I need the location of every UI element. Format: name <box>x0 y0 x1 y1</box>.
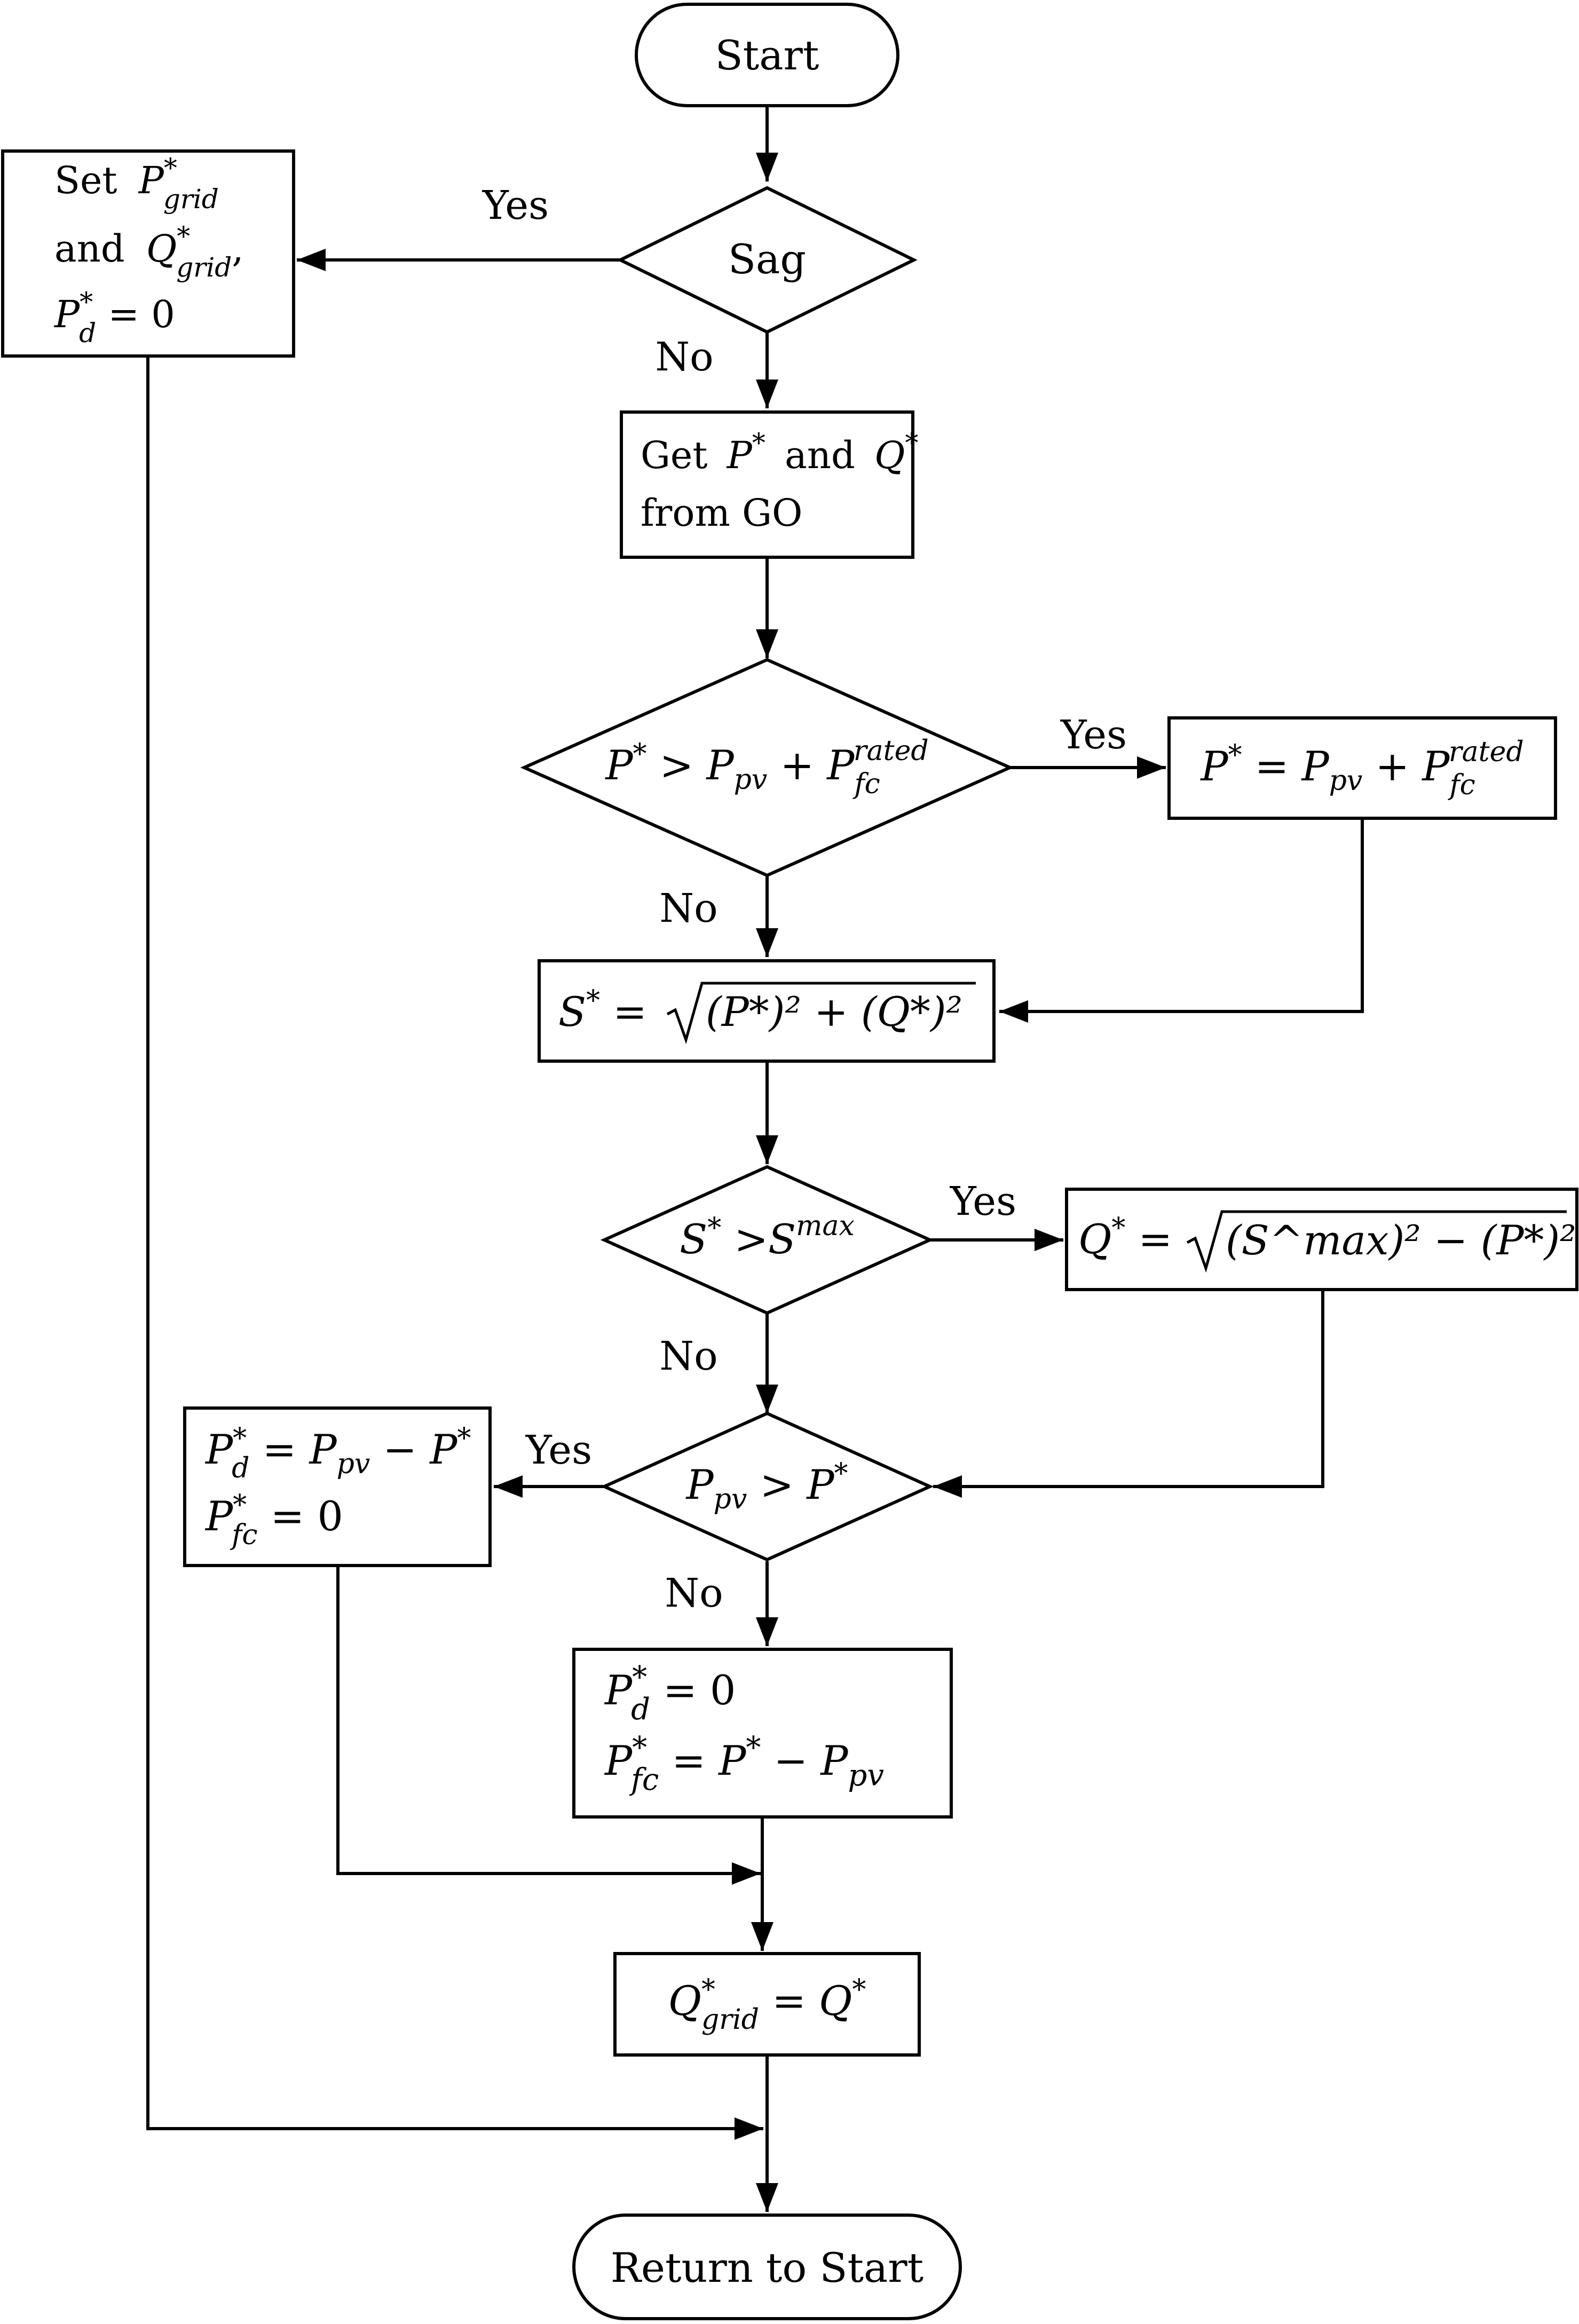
fuelcell-line2: P*fc = P* − Ppv <box>604 1730 884 1797</box>
node-start: Start <box>635 3 899 107</box>
check-s-expr: S* >Smax <box>680 1210 855 1263</box>
label-checkp-no: No <box>659 886 717 931</box>
set-q-radical-icon <box>1186 1210 1567 1273</box>
battery-line2: P*fc = 0 <box>204 1489 343 1551</box>
node-check-s: S* >Smax <box>600 1165 934 1315</box>
edge-setq-to-checkppv <box>933 1289 1324 1498</box>
node-fuelcell: P*d = 0 P*fc = P* − Ppv <box>572 1648 953 1819</box>
set-p-expr: P* = Ppv + Pfcrated <box>1199 736 1523 801</box>
get-go-line1: Get P* and Q* <box>641 417 918 477</box>
end-label: Return to Start <box>611 2244 923 2291</box>
label-checks-yes: Yes <box>950 1179 1016 1224</box>
fuelcell-line1: P*d = 0 <box>604 1660 736 1727</box>
label-sag-no: No <box>655 334 713 380</box>
node-check-ppv: Ppv > P* <box>600 1411 934 1562</box>
node-set-qgrid: Q*grid = Q* <box>613 1952 921 2057</box>
check-ppv-expr: Ppv > P* <box>685 1458 848 1515</box>
label-checkppv-yes: Yes <box>525 1427 592 1473</box>
set-grid-line1: Set P*grid <box>54 153 219 215</box>
node-sag-decision: Sag <box>617 186 918 334</box>
set-qgrid-expr: Q*grid = Q* <box>668 1974 866 2036</box>
node-check-p: P* > Ppv + Pfcrated <box>520 658 1014 878</box>
node-get-go: Get P* and Q* from GO <box>620 410 918 559</box>
check-p-expr: P* > Ppv + Pfcrated <box>604 735 928 800</box>
calc-s-expr: S* = <box>558 985 647 1035</box>
node-set-p: P* = Ppv + Pfcrated <box>1167 716 1557 820</box>
set-q-expr: Q* = <box>1078 1212 1172 1263</box>
edge-setgrid-to-merge <box>146 356 763 2140</box>
set-q-radicand: (S^max)² − (P*)² <box>1226 1216 1576 1264</box>
label-checks-no: No <box>659 1333 717 1379</box>
edge-setp-to-calcs <box>999 818 1364 1023</box>
calc-s-radicand: (P*)² + (Q*)² <box>706 988 962 1035</box>
node-calc-s: S* = (P*)² + (Q*)² <box>538 959 996 1063</box>
edge-battery-to-merge <box>336 1567 761 1885</box>
label-sag-yes: Yes <box>482 183 549 228</box>
label-checkppv-no: No <box>665 1570 723 1616</box>
sag-label: Sag <box>728 235 806 283</box>
node-set-q: Q* = (S^max)² − (P*)² <box>1065 1188 1578 1291</box>
battery-line1: P*d = Ppv − P* <box>204 1422 471 1484</box>
get-go-line2: from GO <box>641 491 802 535</box>
node-end: Return to Start <box>572 2214 962 2320</box>
label-checkp-yes: Yes <box>1060 712 1127 758</box>
edge-labels: Yes No Yes No Yes No Yes No <box>482 183 1127 1616</box>
edges <box>146 107 1364 2212</box>
start-label: Start <box>715 31 819 79</box>
node-battery: P*d = Ppv − P* P*fc = 0 <box>183 1406 492 1567</box>
set-grid-line3: P*d = 0 <box>53 287 175 349</box>
set-grid-line2: and Q*grid, <box>54 221 243 283</box>
node-set-grid: Set P*grid and Q*grid, P*d = 0 <box>1 149 295 358</box>
calc-s-radical-icon <box>666 982 976 1045</box>
